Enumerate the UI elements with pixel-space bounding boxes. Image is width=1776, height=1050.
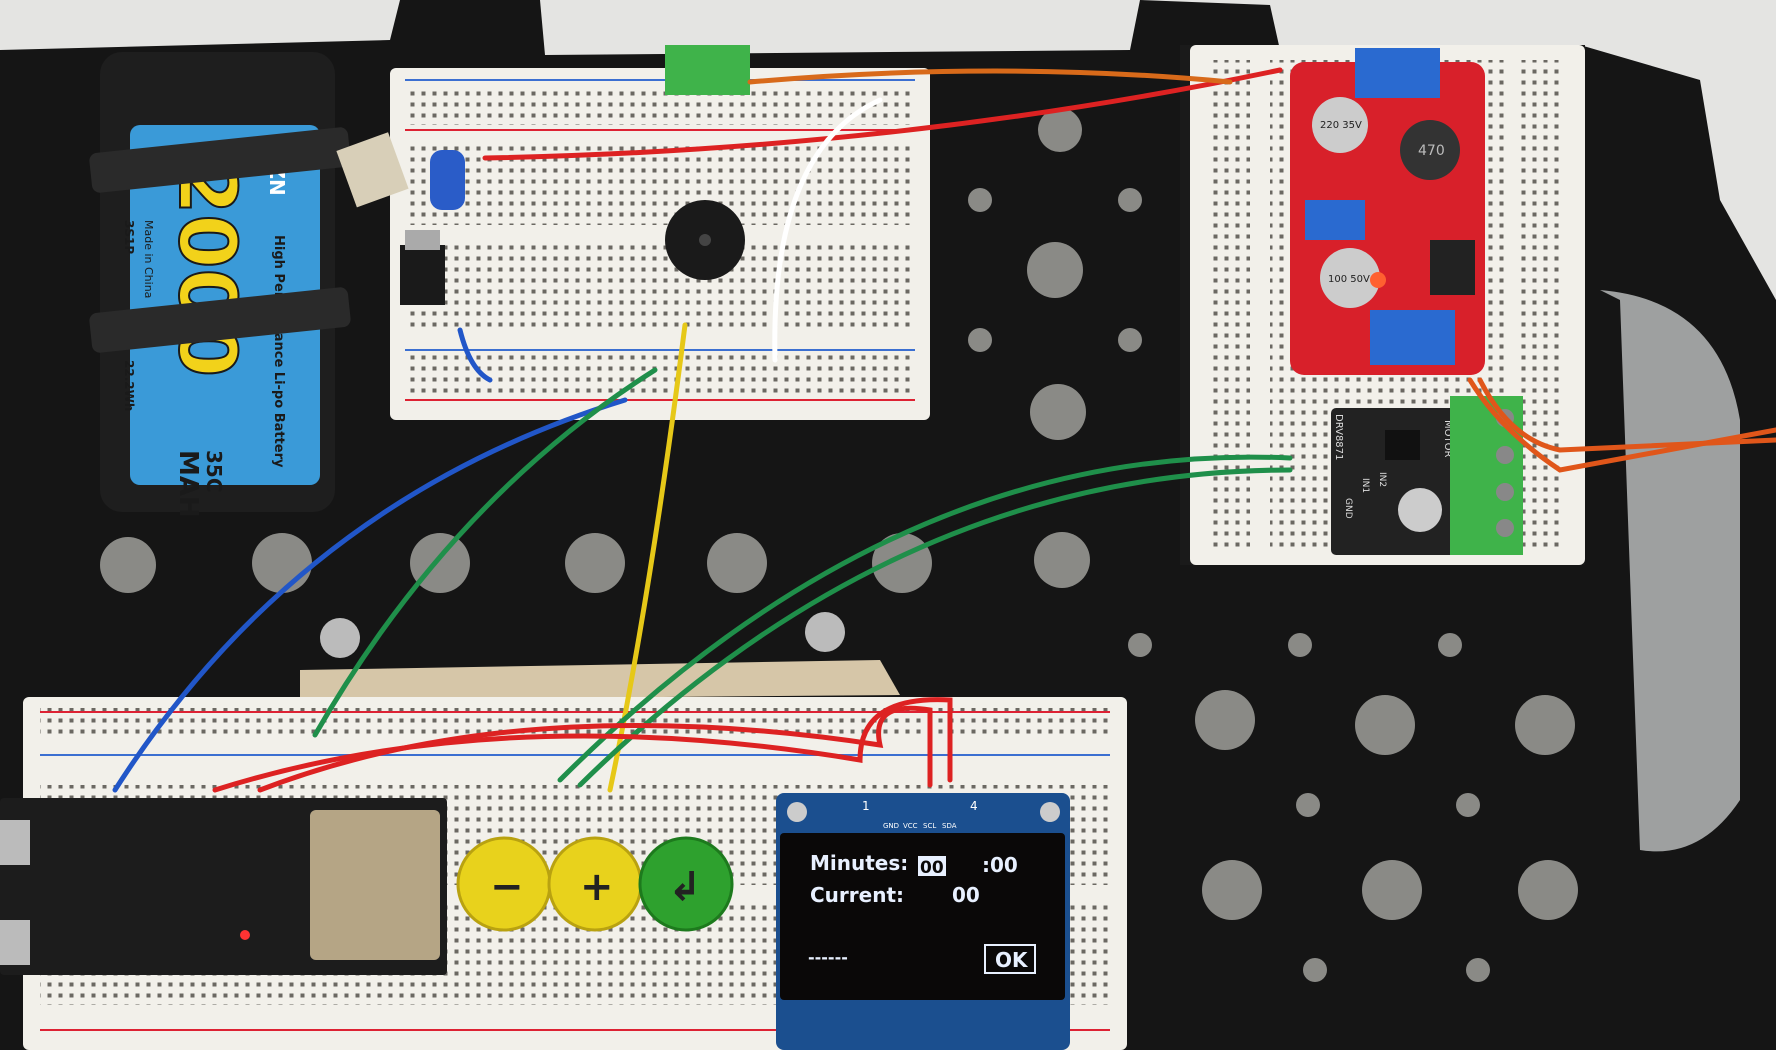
esp32-board <box>0 798 447 975</box>
seconds-value: :00 <box>982 853 1018 877</box>
enter-button[interactable]: ↲ <box>638 836 734 932</box>
motor-driver: DRV8871 MOTOR IN2 IN1 GND <box>1331 396 1523 555</box>
battery-rating: 35C <box>202 450 226 493</box>
capacitor-label: 100 50V <box>1328 274 1370 285</box>
lipo-battery: 2000 ZZN High Performance Li-po Battery … <box>89 52 351 518</box>
wires <box>112 67 1776 793</box>
minus-button[interactable]: − <box>456 836 552 932</box>
battery-config: 3S1P <box>122 220 136 254</box>
ok-box <box>984 944 1036 974</box>
plus-button[interactable]: + <box>547 836 643 932</box>
pin-label: IN2 <box>1377 472 1387 487</box>
voltage-regulator <box>400 245 445 305</box>
battery-energy: 22.2Wh <box>122 360 136 411</box>
terminal-label: MOTOR <box>1442 420 1453 457</box>
inductor-label: 470 <box>1418 143 1445 159</box>
screw-terminal <box>665 45 750 95</box>
minus-symbol: − <box>490 864 524 910</box>
battery-description: High Performance Li-po Battery <box>271 235 286 468</box>
battery-origin: Made in China <box>142 220 155 298</box>
pin-gnd-label: GND <box>883 822 899 830</box>
current-value: 00 <box>952 883 980 907</box>
current-label: Current: <box>810 883 904 907</box>
pin-start-label: 1 <box>862 799 870 813</box>
oled-display: 1 4 GND VCC SCL SDA Minutes: 00 :00 Curr… <box>776 793 1070 1050</box>
chip-label: DRV8871 <box>1333 414 1344 460</box>
pin-label: GND <box>1343 498 1353 519</box>
inductor <box>1400 120 1460 180</box>
switch <box>336 132 409 208</box>
battery-unit: MAH <box>173 450 203 518</box>
cable-tie <box>89 127 351 193</box>
minutes-value: 00 <box>920 858 944 878</box>
ok-label: OK <box>995 948 1029 972</box>
cable-tie <box>89 287 351 353</box>
progress-dashes: ------ <box>808 948 848 967</box>
pin-vcc-label: VCC <box>903 822 918 830</box>
enter-symbol: ↲ <box>668 864 702 910</box>
right-breadboard: 220 35V 470 100 50V DRV8871 MOTOR IN2 IN… <box>1180 45 1585 565</box>
plus-symbol: + <box>580 864 614 910</box>
button-group: − + ↲ <box>456 836 734 932</box>
potentiometer <box>1305 200 1365 240</box>
top-breadboard <box>336 45 930 420</box>
capacitor-label: 220 35V <box>1320 120 1362 131</box>
pin-scl-label: SCL <box>923 822 936 830</box>
capacitor <box>430 150 465 210</box>
minutes-cursor <box>918 856 946 876</box>
pin-end-label: 4 <box>970 799 978 813</box>
pin-label: IN1 <box>1360 478 1370 493</box>
buck-converter: 220 35V 470 100 50V <box>1290 48 1485 375</box>
pin-sda-label: SDA <box>942 822 957 830</box>
minutes-label: Minutes: <box>810 851 908 875</box>
